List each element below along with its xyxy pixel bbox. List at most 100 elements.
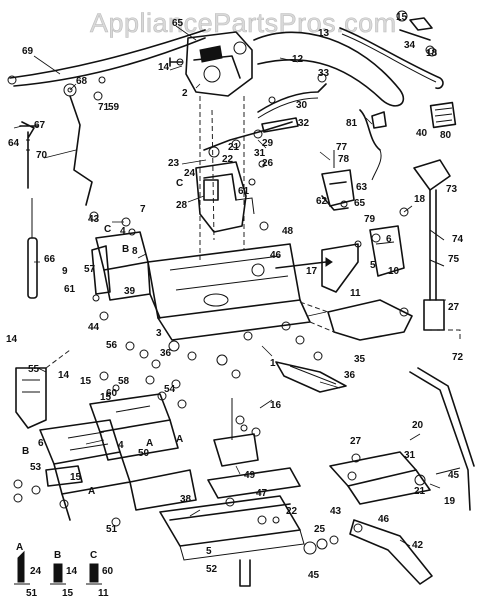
callout-45: 45 xyxy=(308,570,320,581)
lever-36 xyxy=(275,361,347,393)
callout-25: 25 xyxy=(314,524,326,535)
callout-52: 52 xyxy=(206,564,218,575)
lever-42 xyxy=(349,519,433,585)
callout-64: 64 xyxy=(8,138,20,149)
callout-13: 13 xyxy=(318,28,330,39)
assembly-letter-a: A xyxy=(88,486,95,497)
callout-38: 38 xyxy=(180,494,192,505)
callout-78: 78 xyxy=(338,154,350,165)
legend-item-a: A 24 51 xyxy=(14,542,42,599)
callout-12: 12 xyxy=(292,54,304,65)
rod-68 xyxy=(13,37,206,87)
callout-46: 46 xyxy=(378,514,390,525)
bracket-62 xyxy=(321,169,355,207)
callout-66: 66 xyxy=(44,254,56,265)
callout-43: 43 xyxy=(88,214,100,225)
callout-29: 29 xyxy=(262,138,274,149)
callout-4: 4 xyxy=(118,440,124,451)
cable-30 xyxy=(257,83,327,113)
callout-47: 47 xyxy=(256,488,268,499)
callout-58: 58 xyxy=(118,376,130,387)
legend-part-b: 14 xyxy=(66,566,78,577)
callout-50: 50 xyxy=(138,448,150,459)
callout-27: 27 xyxy=(350,436,362,447)
part-drawings xyxy=(7,10,475,587)
callout-11: 11 xyxy=(350,288,361,299)
callout-49: 49 xyxy=(244,470,256,481)
callout-31: 31 xyxy=(254,148,266,159)
plate-55 xyxy=(15,367,47,429)
lever-70 xyxy=(69,95,93,206)
legend-letter-b: B xyxy=(54,550,61,561)
hardware-legend: A 24 51 B 14 15 C 60 11 xyxy=(14,542,114,599)
assembly-letter-c: C xyxy=(104,224,111,235)
callout-35: 35 xyxy=(354,354,366,365)
bracket-6 xyxy=(321,243,359,293)
callout-6: 6 xyxy=(38,438,44,449)
callout-18: 18 xyxy=(414,194,426,205)
callout-31: 31 xyxy=(404,450,416,461)
legend-letter-c: C xyxy=(90,550,97,561)
harness-81 xyxy=(359,109,387,151)
rod-69 xyxy=(9,29,206,79)
callout-40: 40 xyxy=(416,128,428,139)
callout-79: 79 xyxy=(364,214,376,225)
callout-63: 63 xyxy=(356,182,368,193)
callout-16: 16 xyxy=(270,400,282,411)
callout-61: 61 xyxy=(238,186,250,197)
callout-73: 73 xyxy=(446,184,458,195)
callout-5: 5 xyxy=(370,260,376,271)
callout-59: 59 xyxy=(108,102,120,113)
callout-54: 54 xyxy=(164,384,176,395)
callout-36: 36 xyxy=(160,348,172,359)
legend-item-b: B 14 15 xyxy=(50,550,78,599)
callout-9: 9 xyxy=(62,266,68,277)
callout-61: 61 xyxy=(64,284,76,295)
legend-sub-c: 11 xyxy=(98,588,109,599)
callout-24: 24 xyxy=(184,168,196,179)
callout-70: 70 xyxy=(36,150,48,161)
callout-46: 46 xyxy=(270,250,282,261)
callout-75: 75 xyxy=(448,254,460,265)
rod-20 xyxy=(409,371,471,511)
callout-21: 21 xyxy=(414,486,426,497)
callout-53: 53 xyxy=(30,462,42,473)
callout-72: 72 xyxy=(452,352,464,363)
callout-21: 21 xyxy=(228,142,240,153)
pad-80 xyxy=(429,101,457,129)
callout-68: 68 xyxy=(76,76,88,87)
assembly-letter-b: B xyxy=(122,244,129,255)
assembly-letter-b: B xyxy=(22,446,29,457)
callout-20: 20 xyxy=(412,420,424,431)
callout-71: 71 xyxy=(98,102,110,113)
callout-62: 62 xyxy=(316,196,328,207)
callout-55: 55 xyxy=(28,364,40,375)
callout-27: 27 xyxy=(448,302,460,313)
callout-3: 3 xyxy=(156,328,162,339)
callout-23: 23 xyxy=(168,158,180,169)
callout-8: 8 xyxy=(132,246,138,257)
callout-33: 33 xyxy=(318,68,330,79)
lever-75 xyxy=(429,189,437,301)
callout-51: 51 xyxy=(106,524,118,535)
legend-letter-a: A xyxy=(16,542,23,553)
callout-42: 42 xyxy=(412,540,424,551)
callout-60: 60 xyxy=(106,388,118,399)
watermark: AppliancePartsPros.com xyxy=(90,8,397,38)
callout-36: 36 xyxy=(344,370,356,381)
legend-part-a: 24 xyxy=(30,566,42,577)
callout-15: 15 xyxy=(396,12,408,23)
callout-81: 81 xyxy=(346,118,358,129)
callout-34: 34 xyxy=(404,40,416,51)
callout-2: 2 xyxy=(182,88,188,99)
callout-28: 28 xyxy=(176,200,188,211)
legend-part-c: 60 xyxy=(102,566,114,577)
callout-48: 48 xyxy=(282,226,294,237)
callout-10: 10 xyxy=(388,266,400,277)
transaxle-2 xyxy=(185,31,253,97)
legend-item-c: C 60 11 xyxy=(86,550,114,599)
spring-66 xyxy=(27,237,38,299)
callout-15: 15 xyxy=(80,376,92,387)
